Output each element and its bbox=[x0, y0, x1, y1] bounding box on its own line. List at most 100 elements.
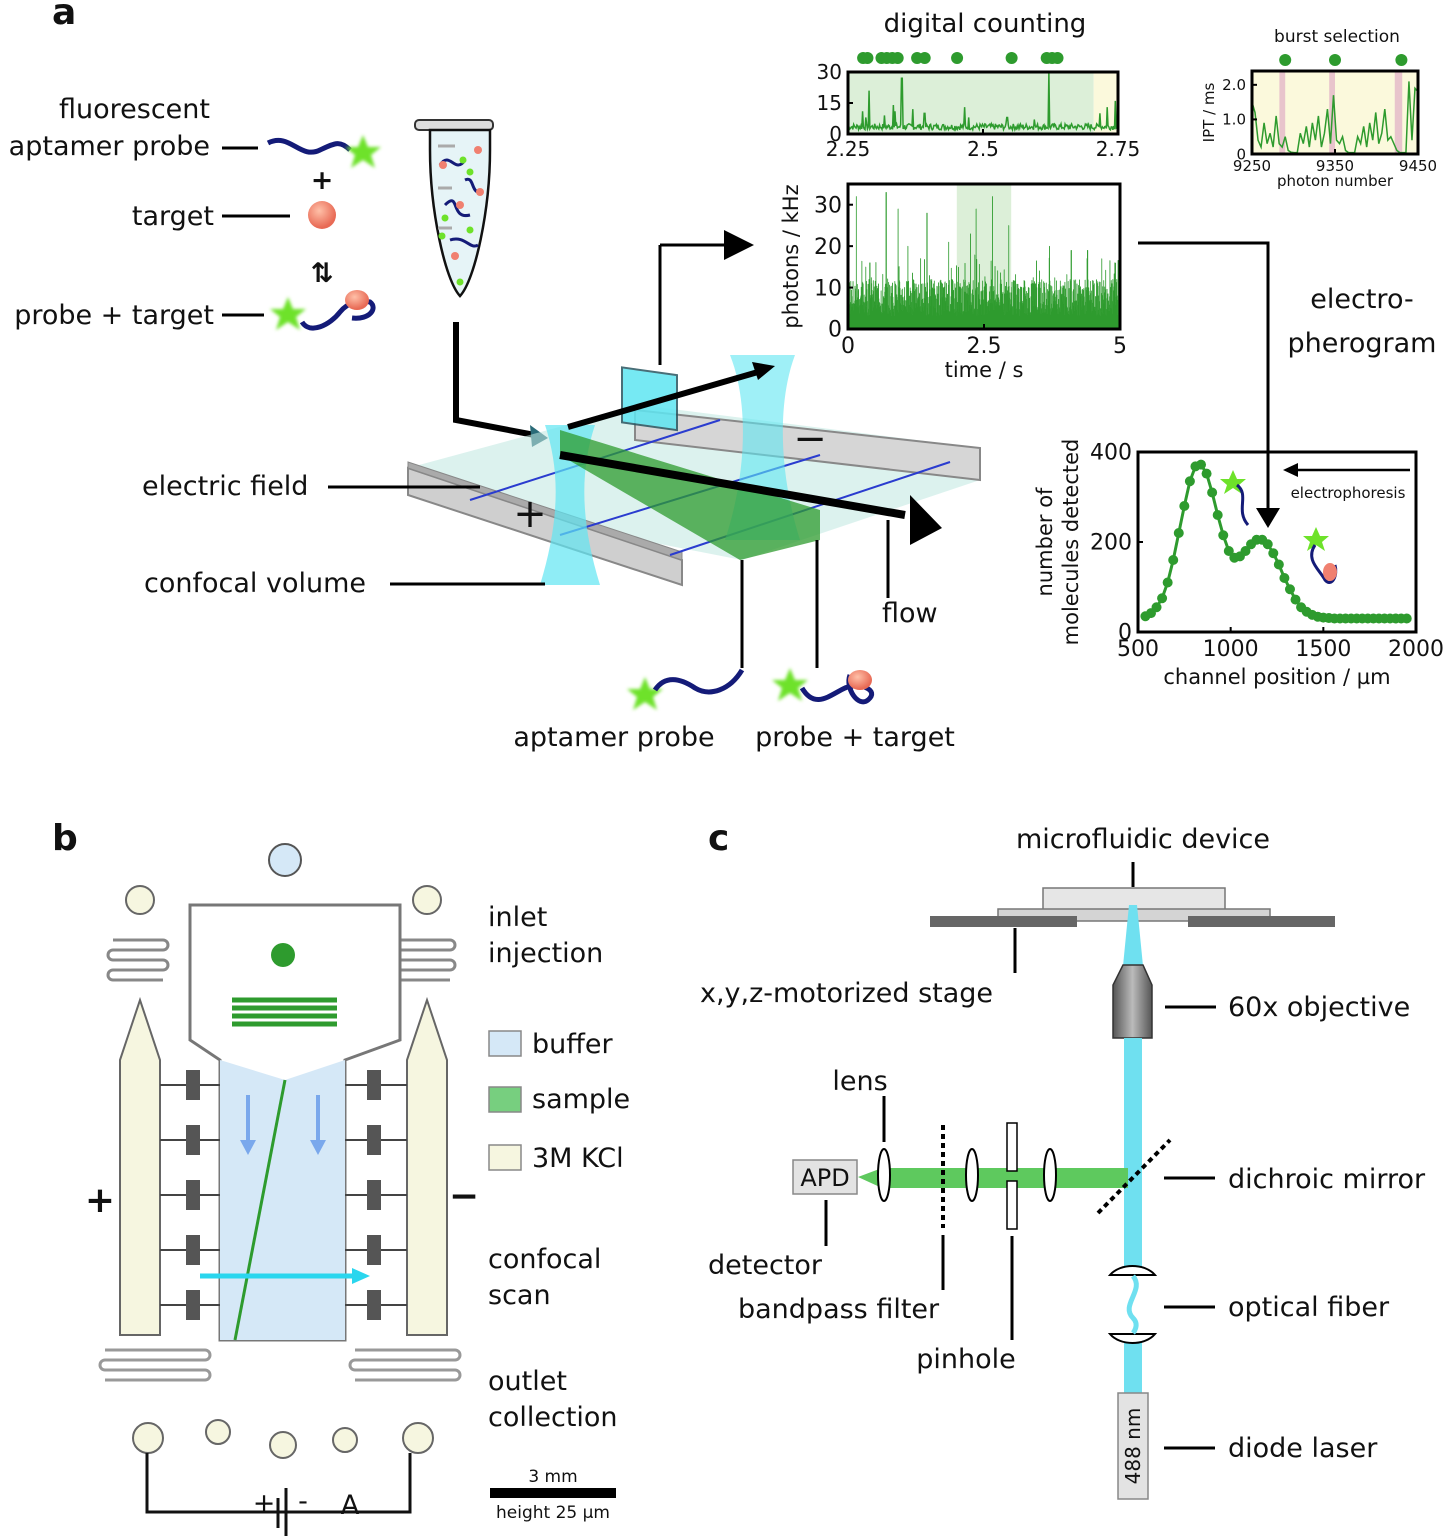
lens-icon bbox=[965, 1148, 979, 1202]
pinhole-lower-icon bbox=[1006, 1180, 1018, 1230]
burst-region bbox=[1279, 71, 1286, 154]
x-tick-label: 500 bbox=[1117, 637, 1159, 662]
data-point bbox=[1173, 528, 1184, 538]
apd-detector-icon bbox=[792, 1159, 858, 1195]
y-tick-label: 10 bbox=[814, 276, 842, 301]
data-point bbox=[1401, 613, 1412, 624]
optical-fiber-label: optical fiber bbox=[1228, 1292, 1390, 1323]
x-tick-label: 0 bbox=[841, 334, 855, 359]
sample-tube-icon bbox=[414, 119, 494, 298]
data-point bbox=[1168, 555, 1179, 565]
molecule-legend: fluorescent aptamer probe + target ⇅ pro… bbox=[9, 94, 381, 331]
battery-plus-label: + bbox=[253, 1488, 276, 1519]
y-tick-label: 2.0 bbox=[1222, 76, 1246, 94]
y-tick-label: 0 bbox=[1118, 621, 1132, 646]
burst-marker bbox=[1329, 54, 1341, 66]
focused-beam bbox=[1123, 905, 1143, 966]
legend-label-sample: sample bbox=[532, 1084, 630, 1115]
lens-icon bbox=[877, 1148, 891, 1202]
x-tick-label: 2.25 bbox=[826, 137, 871, 161]
burst-marker bbox=[1051, 52, 1064, 64]
fluorophore-star-icon bbox=[270, 297, 306, 330]
equilibrium-arrows-icon: ⇅ bbox=[311, 258, 334, 289]
injection-label: injection bbox=[488, 938, 603, 969]
chart-title: burst selection bbox=[1274, 27, 1400, 47]
x-tick-label: 2.75 bbox=[1096, 137, 1141, 161]
arrowhead bbox=[1256, 508, 1280, 528]
scale-bar-height: height 25 µm bbox=[496, 1503, 610, 1523]
electric-field-label: electric field bbox=[142, 471, 308, 502]
dichroic-label: dichroic mirror bbox=[1228, 1164, 1426, 1195]
target-molecule-icon bbox=[1323, 563, 1337, 581]
scan-label: scan bbox=[488, 1280, 551, 1311]
aptamer-strand-icon bbox=[1235, 483, 1250, 526]
y-tick-label: 30 bbox=[817, 60, 842, 84]
fluorescent-label: fluorescent bbox=[59, 94, 210, 125]
aptamer-strand-icon bbox=[266, 138, 352, 155]
flow-label: flow bbox=[882, 598, 938, 629]
aptamer-probe-caption: aptamer probe bbox=[513, 722, 714, 753]
burst-marker bbox=[861, 52, 874, 64]
y-tick-label: 20 bbox=[814, 235, 842, 260]
burst-marker bbox=[1005, 52, 1018, 64]
stage-label: x,y,z-motorized stage bbox=[700, 978, 993, 1009]
series-area bbox=[847, 192, 1121, 330]
y-tick-label: 0 bbox=[829, 122, 842, 146]
data-point bbox=[1284, 584, 1295, 595]
ammeter-label: A bbox=[341, 1490, 360, 1521]
chip-plus-label: + bbox=[85, 1180, 115, 1221]
fiber-coupler-lens-icon bbox=[1107, 1333, 1158, 1344]
data-point bbox=[1218, 530, 1229, 541]
burst-marker bbox=[918, 52, 931, 64]
data-point bbox=[1162, 577, 1173, 588]
optical-fiber-icon bbox=[1126, 1274, 1139, 1335]
legend-label-buffer: buffer bbox=[532, 1029, 613, 1060]
aptamer-probe-label: aptamer probe bbox=[9, 131, 210, 162]
data-point bbox=[1196, 459, 1207, 470]
data-point bbox=[1157, 593, 1168, 604]
data-point bbox=[1201, 468, 1212, 479]
y-tick-label: 30 bbox=[814, 193, 842, 218]
flow-arrowhead bbox=[910, 495, 942, 545]
x-tick-label: 1000 bbox=[1203, 637, 1259, 662]
fiber-coupler-lens-icon bbox=[1107, 1265, 1158, 1276]
diode-laser-icon bbox=[1117, 1392, 1149, 1500]
y-tick-label: 15 bbox=[817, 91, 842, 115]
plot-frame bbox=[1136, 450, 1418, 634]
data-point bbox=[1273, 559, 1284, 570]
lens-icon bbox=[1043, 1148, 1057, 1202]
emission-beam bbox=[858, 1168, 1128, 1188]
outlet-label: outlet bbox=[488, 1366, 567, 1397]
data-point bbox=[1184, 476, 1195, 487]
probe-target-caption: probe + target bbox=[755, 722, 955, 753]
laser-wavelength-label: 488 nm bbox=[1121, 1408, 1145, 1485]
data-point bbox=[1207, 487, 1218, 498]
channel-schematic: + − bbox=[407, 355, 981, 587]
x-tick-label: 2000 bbox=[1388, 637, 1444, 662]
objective-icon bbox=[1112, 964, 1153, 1039]
y-tick-label: 0 bbox=[1236, 145, 1246, 163]
burst-marker bbox=[891, 52, 904, 64]
x-axis-label: channel position / µm bbox=[1163, 665, 1390, 689]
burst-marker bbox=[951, 52, 964, 64]
legend-swatch-kcl bbox=[488, 1144, 522, 1171]
legend-swatch-sample bbox=[488, 1086, 522, 1113]
y-tick-label: 400 bbox=[1090, 441, 1132, 466]
plus-electrode-label: + bbox=[513, 491, 547, 537]
fluorophore-star-icon bbox=[345, 135, 381, 168]
data-point bbox=[1212, 510, 1223, 520]
bandpass-label: bandpass filter bbox=[738, 1294, 940, 1325]
data-point bbox=[1268, 548, 1279, 559]
electrophoresis-arrowhead bbox=[1283, 463, 1298, 477]
data-point bbox=[1240, 546, 1251, 556]
legend-label-kcl: 3M KCl bbox=[532, 1143, 624, 1174]
legend-swatch-buffer bbox=[488, 1030, 522, 1057]
microfluidic-device-label: microfluidic device bbox=[1016, 824, 1270, 855]
inlet-label: inlet bbox=[488, 902, 547, 933]
plus-sign: + bbox=[311, 165, 334, 196]
dichroic-mirror-icon bbox=[1096, 1138, 1172, 1215]
x-axis-label: time / s bbox=[945, 358, 1024, 382]
